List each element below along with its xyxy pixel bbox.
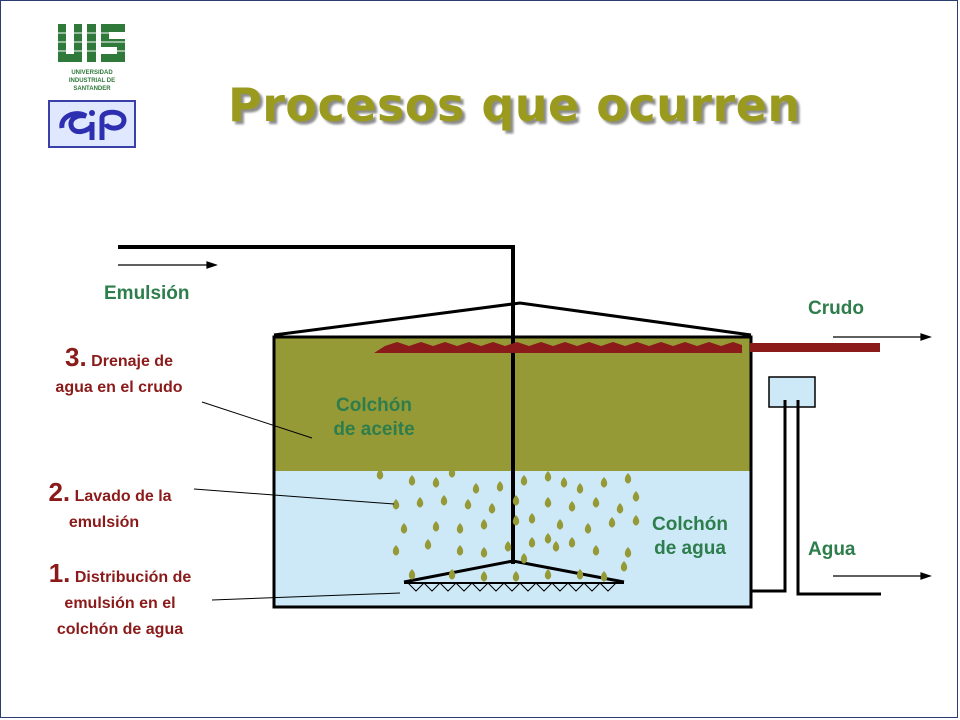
oil-blanket-label-line1: Colchón [336, 395, 412, 416]
droplet [544, 471, 552, 482]
process-1-line2: emulsión en el [64, 595, 176, 612]
droplet [448, 569, 456, 580]
water-label: Agua [808, 539, 856, 560]
droplet [544, 497, 552, 508]
water-blanket-label: Colchón de agua [642, 513, 738, 561]
droplet [496, 481, 504, 492]
droplet [608, 517, 616, 528]
droplet [600, 477, 608, 488]
droplet [592, 497, 600, 508]
droplet [512, 571, 520, 582]
droplet [568, 501, 576, 512]
crude-label: Crudo [808, 298, 864, 319]
droplet [504, 541, 512, 552]
droplet [480, 571, 488, 582]
droplet [556, 519, 564, 530]
droplet [448, 467, 456, 478]
droplet [568, 537, 576, 548]
droplet [616, 503, 624, 514]
crude-outlet-pipe [374, 342, 880, 353]
process-1-line1: Distribución de [74, 569, 192, 586]
crude-flow-arrow [833, 333, 932, 341]
droplet [576, 483, 584, 494]
droplet [512, 515, 520, 526]
process-2-number: 2. [48, 477, 71, 507]
droplet [528, 537, 536, 548]
emulsion-inlet-pipe [118, 245, 515, 564]
leader-line-1 [211, 592, 401, 601]
droplet [624, 547, 632, 558]
emulsion-flow-arrow [118, 261, 218, 269]
emulsion-droplets [376, 467, 640, 582]
water-outlet-pipe-outer [796, 400, 881, 596]
droplet [620, 561, 628, 572]
distributor [403, 559, 625, 592]
process-1-label: 1. Distribución de emulsión en el colchó… [20, 560, 220, 643]
droplet [400, 523, 408, 534]
water-blanket-label-line1: Colchón [652, 514, 728, 535]
process-2-label: 2. Lavado de la emulsión [20, 479, 200, 536]
droplet [440, 495, 448, 506]
droplet [488, 503, 496, 514]
droplet [392, 499, 400, 510]
droplet [376, 469, 384, 480]
process-2-line1: Lavado de la [74, 488, 172, 505]
process-3-line2: agua en el crudo [55, 379, 183, 396]
oil-blanket-label: Colchón de aceite [329, 394, 419, 442]
tank-roof [273, 301, 752, 337]
droplet [456, 523, 464, 534]
leader-line-3 [201, 401, 313, 439]
process-3-number: 3. [65, 342, 87, 372]
process-3-line1: Drenaje de [91, 353, 173, 370]
droplet [624, 473, 632, 484]
oil-blanket-label-line2: de aceite [333, 419, 415, 440]
droplet [560, 477, 568, 488]
droplet [528, 513, 536, 524]
droplet [416, 497, 424, 508]
uis-caption-3: SANTANDER [73, 86, 111, 92]
water-blanket-label-line2: de agua [654, 538, 726, 559]
droplet [520, 475, 528, 486]
slide-title: Procesos que ocurren [228, 78, 801, 132]
emulsion-label: Emulsión [104, 283, 190, 304]
droplet [424, 539, 432, 550]
droplet [544, 569, 552, 580]
droplet [456, 545, 464, 556]
process-2-line2: emulsión [68, 514, 140, 531]
water-leg-box [768, 376, 816, 408]
droplet [432, 521, 440, 532]
droplet [472, 483, 480, 494]
droplet [552, 541, 560, 552]
droplet [408, 475, 416, 486]
process-3-label: 3. Drenaje de agua en el crudo [24, 344, 214, 401]
droplet [480, 547, 488, 558]
process-1-line3: colchón de agua [56, 621, 184, 638]
water-outlet-pipe-inner [751, 400, 787, 593]
process-1-number: 1. [48, 558, 71, 588]
water-flow-arrow [833, 572, 932, 580]
droplet [464, 499, 472, 510]
droplet [392, 545, 400, 556]
droplet [432, 477, 440, 488]
uis-logo: UNIVERSIDAD INDUSTRIAL DE SANTANDER [58, 24, 125, 92]
droplet [576, 569, 584, 580]
droplet [480, 519, 488, 530]
droplet [592, 545, 600, 556]
droplet [512, 495, 520, 506]
droplet [600, 571, 608, 582]
leader-line-2 [193, 488, 395, 505]
droplet [408, 569, 416, 580]
droplet [544, 533, 552, 544]
eip-logo [48, 100, 136, 148]
droplet [632, 515, 640, 526]
droplet [584, 523, 592, 534]
uis-caption-2: INDUSTRIAL DE [69, 78, 115, 84]
droplet [520, 553, 528, 564]
droplet [632, 491, 640, 502]
uis-caption-1: UNIVERSIDAD [71, 70, 113, 76]
